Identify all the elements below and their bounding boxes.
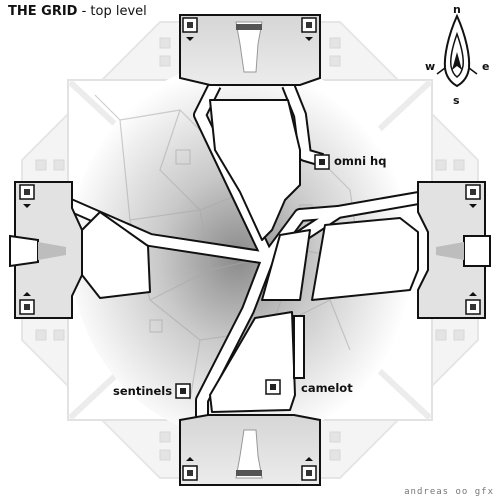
location-label-omni-hq[interactable]: omni hq — [334, 154, 387, 168]
corridor-links — [293, 315, 305, 379]
location-marker-omni-hq[interactable] — [314, 154, 330, 170]
map-title-rest: - top level — [77, 4, 147, 19]
compass-north-label: n — [453, 3, 461, 16]
map-title: THE GRID - top level — [8, 4, 147, 19]
door-markers — [19, 17, 481, 481]
compass-east-label: e — [482, 60, 490, 73]
room-northeast — [311, 217, 419, 301]
location-label-camelot[interactable]: camelot — [301, 381, 353, 395]
central-rooms — [81, 99, 419, 413]
location-marker-sentinels[interactable] — [175, 383, 191, 399]
base-south — [179, 414, 321, 486]
location-marker-camelot[interactable] — [265, 379, 281, 395]
compass-south-label: s — [453, 94, 460, 107]
room-center — [261, 229, 311, 301]
outer-ghost-markers — [35, 37, 465, 461]
compass-icon — [436, 13, 478, 88]
map-title-bold: THE GRID — [8, 4, 78, 19]
base-north — [179, 14, 321, 86]
credit-text: andreas oo gfx — [404, 487, 494, 497]
compass-west-label: w — [425, 60, 436, 73]
base-west — [9, 181, 83, 319]
room-north — [209, 99, 301, 241]
location-label-sentinels[interactable]: sentinels — [113, 384, 173, 398]
base-east — [417, 181, 491, 319]
